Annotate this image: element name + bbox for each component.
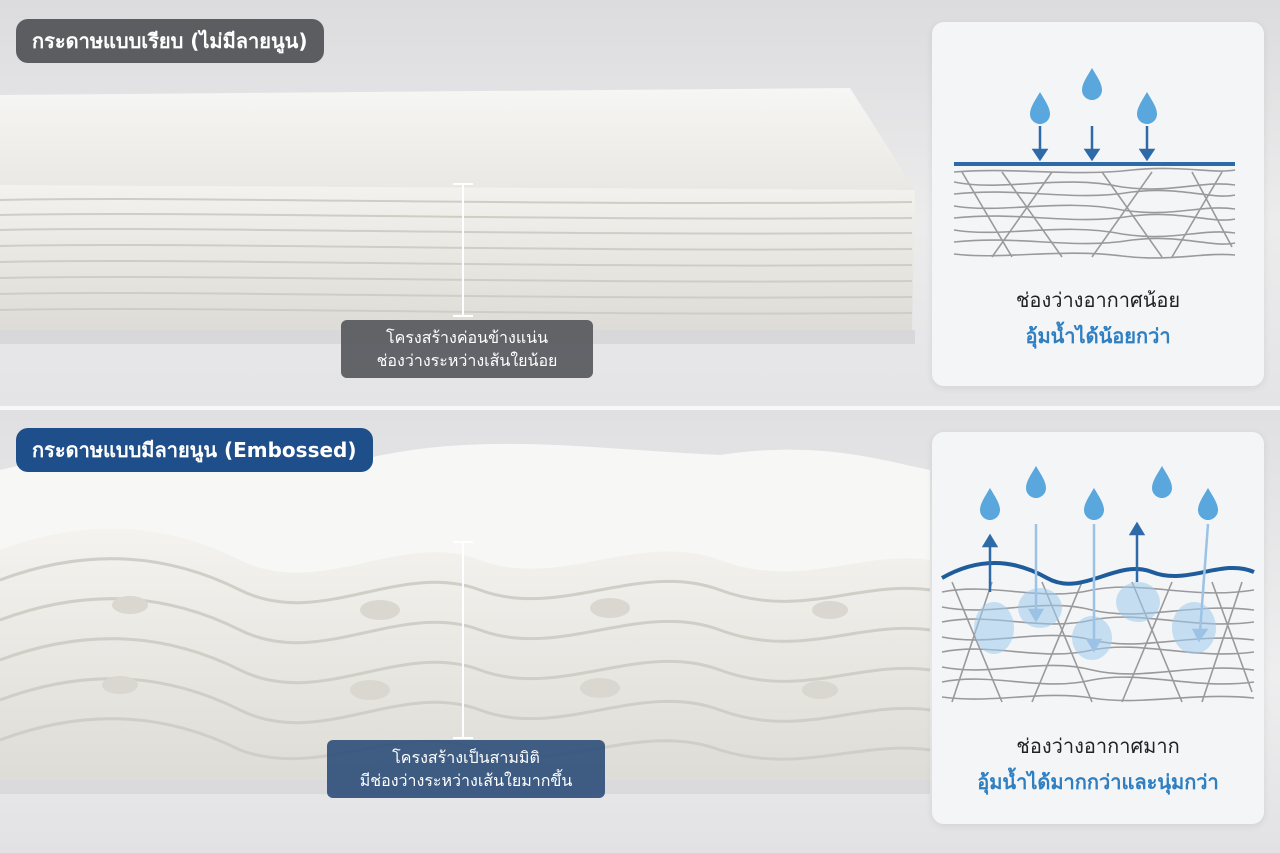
low-absorption-text: อุ้มน้ำได้น้อยกว่า	[1025, 324, 1171, 348]
down-arrow-icon	[1027, 523, 1210, 653]
flat-callout-line2: ช่องว่างระหว่างเส้นใยน้อย	[376, 351, 558, 370]
flat-paper-stack-image	[0, 88, 915, 344]
embossed-paper-stack-image	[0, 443, 931, 794]
up-arrow-icon	[981, 521, 1146, 592]
embossed-callout-line2: มีช่องว่างระหว่างเส้นใยมากขึ้น	[359, 771, 573, 790]
section-divider	[0, 406, 1280, 410]
flat-paper-label: กระดาษแบบเรียบ (ไม่มีลายนูน)	[16, 19, 324, 63]
water-drop-icon	[1030, 68, 1157, 124]
embossed-paper-label: กระดาษแบบมีลายนูน (Embossed)	[16, 428, 373, 472]
flat-structure-callout: โครงสร้างค่อนข้างแน่น ช่องว่างระหว่างเส้…	[341, 320, 593, 378]
embossed-callout-line1: โครงสร้างเป็นสามมิติ	[392, 748, 540, 767]
embossed-fiber-diagram	[941, 466, 1255, 703]
embossed-structure-callout: โครงสร้างเป็นสามมิติ มีช่องว่างระหว่างเส…	[327, 740, 605, 798]
low-absorption-card: ช่องว่างอากาศน้อย อุ้มน้ำได้น้อยกว่า	[932, 22, 1264, 386]
high-absorption-card: ช่องว่างอากาศมาก อุ้มน้ำได้มากกว่าและนุ่…	[932, 432, 1264, 824]
down-arrow-icon	[1031, 126, 1156, 162]
low-air-gap-text: ช่องว่างอากาศน้อย	[1015, 288, 1181, 312]
flat-fiber-diagram	[953, 68, 1236, 259]
high-absorption-text: อุ้มน้ำได้มากกว่าและนุ่มกว่า	[977, 770, 1219, 794]
high-air-gap-text: ช่องว่างอากาศมาก	[1016, 734, 1180, 758]
fiber-mesh-icon	[953, 167, 1236, 259]
water-drop-icon	[980, 466, 1218, 520]
flat-callout-line1: โครงสร้างค่อนข้างแน่น	[385, 328, 549, 347]
